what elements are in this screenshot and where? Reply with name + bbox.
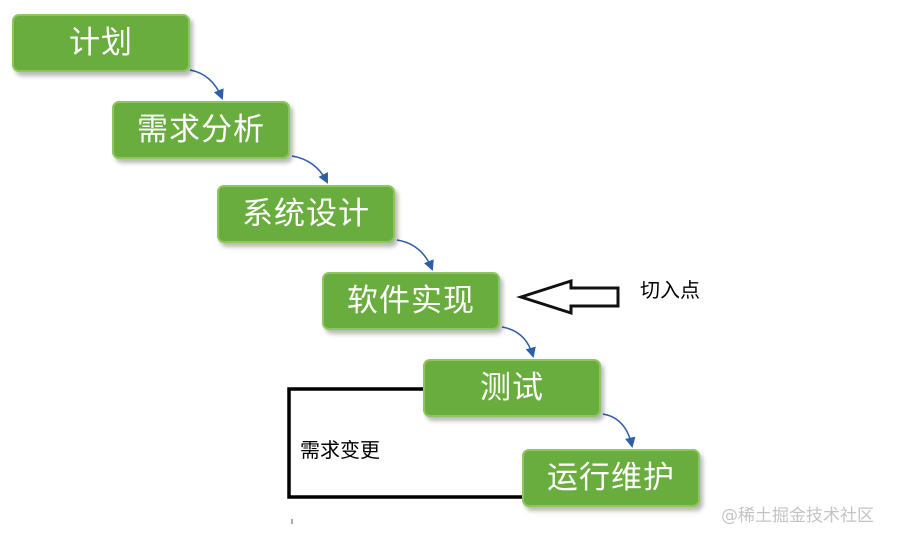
stage-system-design: 系统设计	[217, 185, 395, 243]
stage-plan: 计划	[12, 14, 190, 72]
connector-arrow	[396, 239, 434, 271]
requirement-change-bracket	[287, 387, 523, 499]
watermark: @稀土掘金技术社区	[721, 506, 874, 526]
entry-point-label: 切入点	[640, 278, 700, 302]
stage-operation-maintenance: 运行维护	[522, 449, 700, 507]
requirement-change-label: 需求变更	[300, 438, 380, 462]
connector-arrow	[602, 413, 636, 449]
stage-software-implementation: 软件实现	[322, 272, 500, 330]
connector-arrow	[189, 69, 224, 100]
connector-arrow	[291, 155, 328, 184]
entry-point-arrow-icon	[516, 278, 620, 316]
stage-testing: 测试	[423, 359, 601, 417]
stage-requirement-analysis: 需求分析	[112, 101, 290, 159]
connector-arrow	[501, 326, 536, 359]
